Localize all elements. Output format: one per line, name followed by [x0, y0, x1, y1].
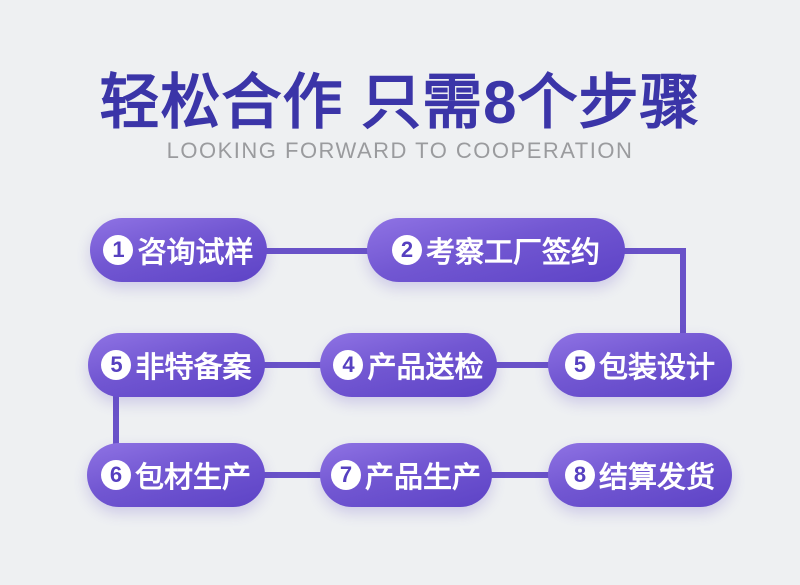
step-number-badge: 2: [391, 235, 422, 265]
step-number-badge: 5: [564, 350, 595, 380]
step-number-badge: 8: [564, 460, 595, 490]
step-number-badge: 1: [103, 235, 134, 265]
page-title: 轻松合作 只需8个步骤: [99, 69, 701, 136]
connector-step2-elbow-horizontal: [618, 248, 686, 254]
connector-step1-step2: [260, 248, 372, 254]
page-subtitle: LOOKING FORWARD TO COOPERATION: [166, 138, 634, 163]
step-label: 咨询试样: [137, 237, 254, 269]
step-pill-product-production: 7 产品生产: [320, 443, 492, 507]
step-number-badge: 7: [330, 460, 361, 490]
step-pill-product-inspection: 4 产品送检: [320, 333, 497, 397]
step-number-badge: 6: [100, 460, 131, 490]
step-label: 产品送检: [367, 352, 484, 384]
step-number-badge: 5: [101, 350, 132, 380]
step-label: 包装设计: [598, 352, 715, 384]
step-pill-packaging-design: 5 包装设计: [548, 333, 732, 397]
step-number-badge: 4: [333, 350, 364, 380]
connector-row2-row3-vertical: [113, 390, 119, 448]
connector-row2-left: [258, 362, 328, 368]
connector-step2-elbow-vertical: [680, 248, 686, 340]
step-pill-settlement-shipping: 8 结算发货: [548, 443, 732, 507]
connector-row3-left: [258, 472, 328, 478]
connector-row2-right: [490, 362, 556, 368]
step-pill-consult-sample: 1 咨询试样: [90, 218, 267, 282]
step-label: 考察工厂签约: [425, 237, 600, 269]
step-label: 包材生产: [134, 462, 251, 494]
step-label: 结算发货: [598, 462, 715, 494]
step-pill-factory-visit-sign: 2 考察工厂签约: [367, 218, 625, 282]
step-label: 产品生产: [364, 462, 481, 494]
step-label: 非特备案: [135, 352, 252, 384]
connector-row3-right: [486, 472, 556, 478]
step-pill-packaging-production: 6 包材生产: [87, 443, 265, 507]
step-pill-non-special-filing: 5 非特备案: [88, 333, 265, 397]
